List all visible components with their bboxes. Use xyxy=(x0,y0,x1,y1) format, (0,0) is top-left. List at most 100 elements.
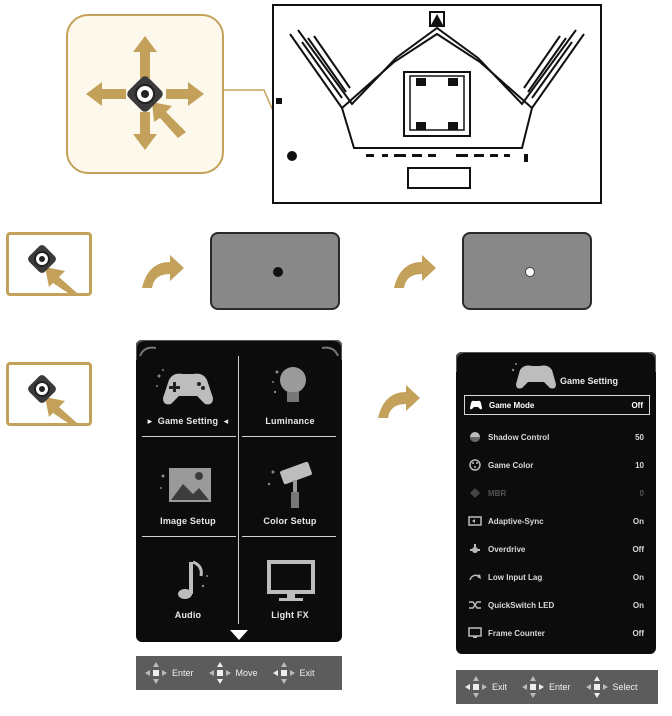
next-step-arrow-icon xyxy=(394,255,436,288)
low-lag-icon xyxy=(469,574,481,581)
setting-label: Adaptive-Sync xyxy=(488,516,544,526)
setting-value: 0 xyxy=(639,488,644,498)
paint-roller-icon xyxy=(267,462,312,508)
menu-item-label: Audio xyxy=(174,610,202,620)
menu-divider xyxy=(242,536,336,537)
setting-quickswitch-led[interactable]: QuickSwitch LED On xyxy=(464,595,650,615)
shadow-icon xyxy=(470,432,480,442)
next-step-arrow-icon xyxy=(142,255,184,288)
setting-value: 10 xyxy=(635,460,644,470)
setting-adaptive-sync[interactable]: Adaptive-Sync On xyxy=(464,511,650,531)
joystick-dpad-icon xyxy=(465,676,487,698)
menu-divider xyxy=(142,536,236,537)
submenu-title: Game Setting xyxy=(560,376,619,386)
setting-label: Low Input Lag xyxy=(488,572,543,582)
setting-value: Off xyxy=(631,400,643,410)
menu-item-label: Image Setup xyxy=(160,516,216,526)
monitor-light-icon xyxy=(267,560,315,601)
setting-value: Off xyxy=(632,544,644,554)
legend-bar-submenu: Exit Enter Select xyxy=(456,670,658,704)
palette-icon xyxy=(469,459,481,471)
adaptive-sync-icon xyxy=(468,516,482,526)
scroll-down-icon[interactable] xyxy=(230,630,248,640)
setting-frame-counter[interactable]: Frame Counter Off xyxy=(464,623,650,643)
menu-item-color-setup[interactable]: Color Setup xyxy=(242,462,338,526)
indicator-dot-icon xyxy=(273,267,283,277)
legend-bar-main: Enter Move Exit xyxy=(136,656,342,690)
setting-overdrive[interactable]: Overdrive Off xyxy=(464,539,650,559)
menu-item-image-setup[interactable]: Image Setup xyxy=(140,462,236,526)
joystick-dpad-icon xyxy=(208,662,231,684)
screen-power-indicator-off xyxy=(210,232,340,310)
setting-value: On xyxy=(632,600,644,610)
menu-item-audio[interactable]: Audio xyxy=(140,556,236,620)
setting-game-mode[interactable]: Game Mode Off xyxy=(464,395,650,415)
setting-value: 50 xyxy=(635,432,644,442)
legend-move: Move xyxy=(208,661,258,685)
menu-item-label: Color Setup xyxy=(263,516,317,526)
legend-label: Move xyxy=(235,668,258,678)
setting-label: MBR xyxy=(488,488,507,498)
setting-low-input-lag[interactable]: Low Input Lag On xyxy=(464,567,650,587)
setting-value: Off xyxy=(632,628,644,638)
joystick-dpad-icon xyxy=(585,676,608,698)
setting-value: On xyxy=(632,572,644,582)
music-note-icon xyxy=(178,560,208,599)
joystick-direction-icon xyxy=(86,36,204,150)
setting-label: Frame Counter xyxy=(488,628,545,638)
menu-item-label: Light FX xyxy=(271,610,309,620)
joystick-button-icon xyxy=(287,151,297,161)
quickswitch-icon xyxy=(469,601,481,609)
menu-item-game-setting[interactable]: ▸ Game Setting ◂ xyxy=(140,362,236,427)
mbr-icon xyxy=(470,488,480,498)
legend-label: Select xyxy=(612,682,638,692)
gamepad-icon xyxy=(470,400,482,410)
setting-label: Shadow Control xyxy=(488,432,550,442)
legend-label: Enter xyxy=(549,682,571,692)
osd-game-setting-menu: Game Setting Game Mode Off Shadow Contro… xyxy=(456,352,656,654)
menu-divider xyxy=(142,436,236,437)
menu-item-label: Luminance xyxy=(265,416,315,426)
setting-value: On xyxy=(632,516,644,526)
setting-label: Game Mode xyxy=(489,400,535,410)
gamepad-icon xyxy=(511,363,556,389)
setting-game-color[interactable]: Game Color 10 xyxy=(464,455,650,475)
joystick-press-icon xyxy=(6,362,92,426)
gamepad-icon xyxy=(156,369,213,405)
menu-item-label: Game Setting xyxy=(157,416,219,426)
legend-enter: Enter xyxy=(521,675,571,699)
menu-divider xyxy=(238,356,239,624)
frame-counter-icon xyxy=(468,627,482,638)
menu-divider xyxy=(242,436,336,437)
setting-label: QuickSwitch LED xyxy=(488,600,555,610)
legend-select: Select xyxy=(585,675,638,699)
legend-label: Exit xyxy=(299,668,315,678)
osd-frame-ornament xyxy=(136,340,342,360)
lightbulb-icon xyxy=(272,367,306,402)
screen-power-indicator-on xyxy=(462,232,592,310)
selected-marker-left: ▸ xyxy=(147,416,153,426)
indicator-dot-icon xyxy=(525,267,535,277)
menu-item-luminance[interactable]: Luminance xyxy=(242,362,338,426)
setting-label: Game Color xyxy=(488,460,534,470)
legend-label: Enter xyxy=(172,668,194,678)
setting-label: Overdrive xyxy=(488,544,526,554)
joystick-press-icon xyxy=(6,232,92,296)
setting-mbr: MBR 0 xyxy=(464,483,650,503)
legend-enter: Enter xyxy=(144,661,194,685)
overdrive-icon xyxy=(470,544,480,553)
legend-exit: Exit xyxy=(272,661,315,685)
next-step-arrow-icon xyxy=(378,385,420,418)
legend-exit: Exit xyxy=(464,675,507,699)
osd-frame-ornament xyxy=(456,352,656,372)
joystick-dpad-icon xyxy=(522,676,545,698)
joystick-dpad-icon xyxy=(145,662,167,684)
setting-shadow-control[interactable]: Shadow Control 50 xyxy=(464,427,650,447)
joystick-dpad-icon xyxy=(272,662,295,684)
legend-label: Exit xyxy=(492,682,508,692)
image-icon xyxy=(160,468,211,502)
brand-logo-icon xyxy=(429,11,445,27)
selected-marker-right: ◂ xyxy=(223,416,229,426)
osd-main-menu: ▸ Game Setting ◂ Luminance Image Setup C… xyxy=(136,340,342,642)
menu-item-light-fx[interactable]: Light FX xyxy=(242,556,338,620)
